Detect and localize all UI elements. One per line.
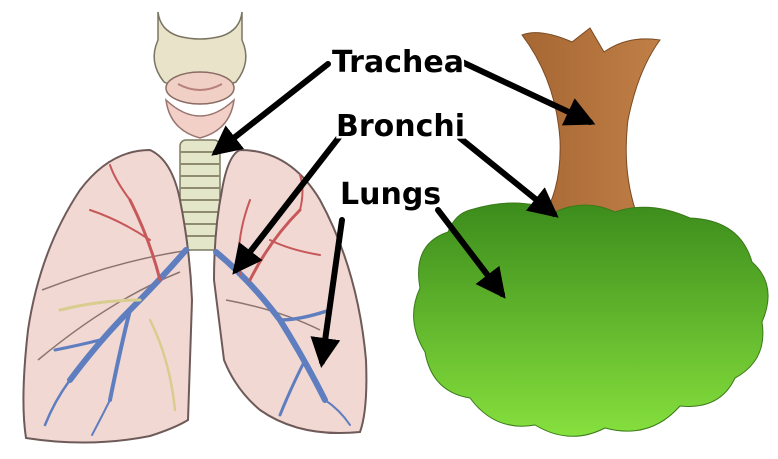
label-lungs: Lungs	[340, 177, 441, 212]
tree-trunk	[522, 28, 660, 222]
larynx	[154, 12, 246, 138]
label-bronchi: Bronchi	[336, 109, 465, 144]
tree-crown	[414, 203, 769, 436]
arrow-bronchi-tree	[460, 138, 554, 214]
tree-illustration	[414, 28, 769, 436]
left-lung	[23, 150, 192, 443]
label-trachea: Trachea	[332, 45, 464, 80]
